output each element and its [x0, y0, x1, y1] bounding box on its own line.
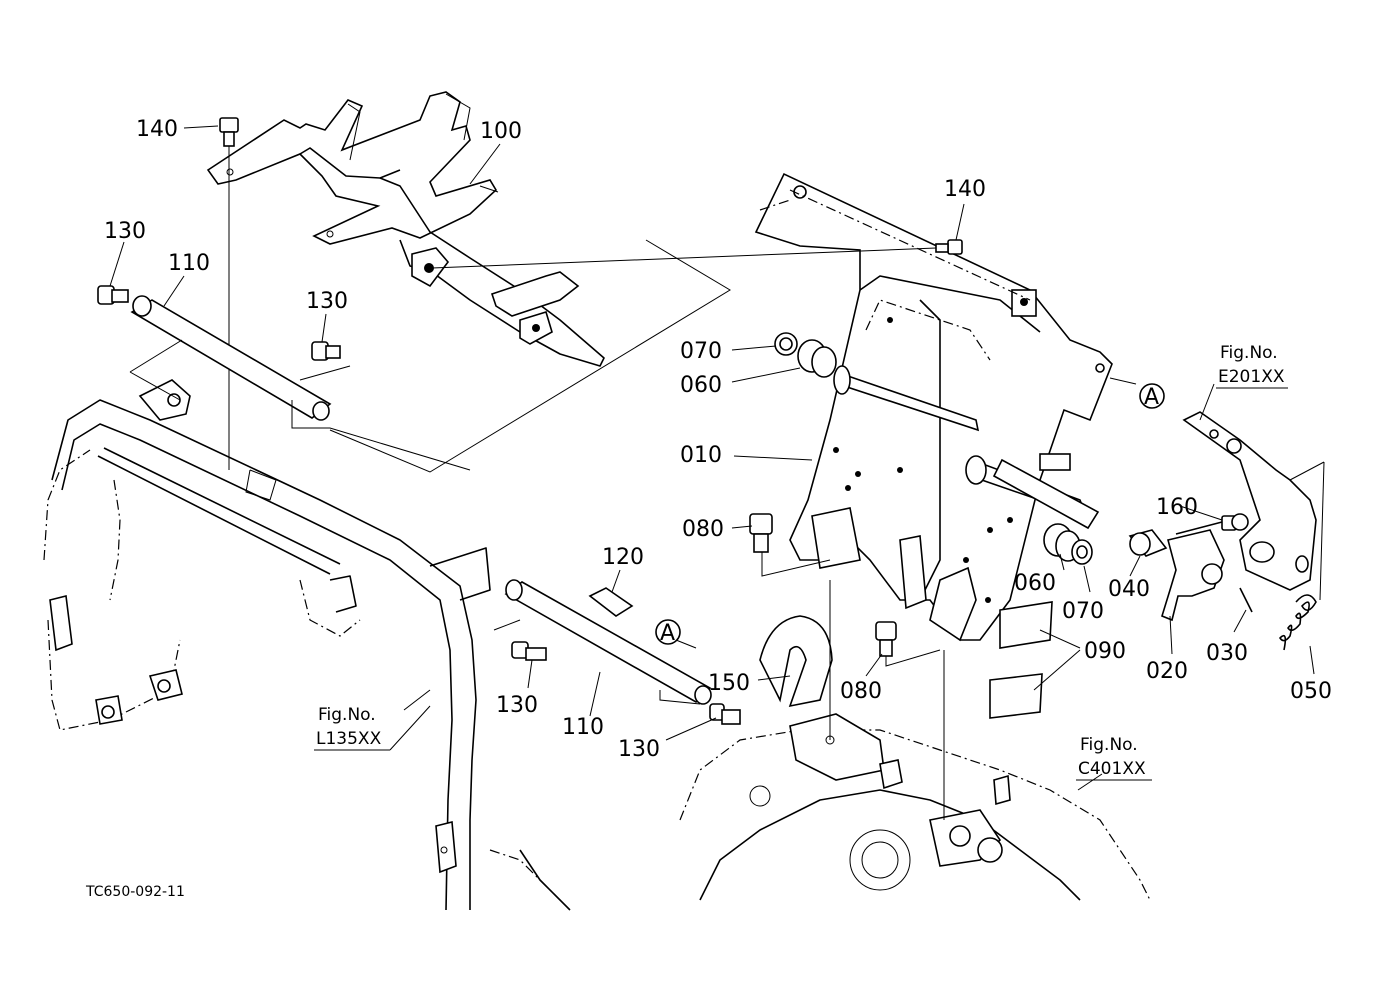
lever-020 — [1161, 521, 1229, 622]
svg-text:Fig.No.: Fig.No. — [318, 705, 376, 725]
rubber-pad-090-b — [989, 673, 1043, 719]
figure-ref-l135xx: Fig.No. L135XX — [314, 705, 431, 751]
pad-150 — [759, 615, 833, 708]
label-130-a: 130 — [104, 219, 146, 244]
svg-text:A: A — [660, 621, 675, 646]
label-130-d: 130 — [618, 737, 660, 762]
label-140-right: 140 — [944, 177, 986, 202]
bolt-080-lower — [875, 621, 941, 667]
svg-text:C401XX: C401XX — [1078, 759, 1146, 779]
label-160: 160 — [1156, 495, 1198, 520]
label-020: 020 — [1146, 659, 1188, 684]
label-100: 100 — [480, 119, 522, 144]
bolt-160 — [1221, 513, 1249, 531]
label-080-upper: 080 — [682, 517, 724, 542]
bracket-e201xx — [1182, 411, 1325, 601]
label-010: 010 — [680, 443, 722, 468]
label-110-upper: 110 — [168, 251, 210, 276]
svg-text:L135XX: L135XX — [316, 729, 382, 749]
label-040: 040 — [1108, 577, 1150, 602]
label-150: 150 — [708, 671, 750, 696]
shaft-110-lower — [493, 579, 712, 705]
bolt-130-a — [97, 285, 129, 305]
label-050: 050 — [1290, 679, 1332, 704]
label-130-b: 130 — [306, 289, 348, 314]
label-070-lower: 070 — [1062, 599, 1104, 624]
svg-text:Fig.No.: Fig.No. — [1080, 735, 1138, 755]
label-070-upper: 070 — [680, 339, 722, 364]
upper-bracket-100 — [206, 91, 605, 367]
arrow-a-lower — [675, 639, 697, 649]
main-frame — [43, 379, 571, 911]
part-labels: 140 100 130 110 130 140 070 060 010 080 … — [104, 117, 1332, 762]
arrow-a-upper — [1109, 377, 1137, 385]
figure-ref-c401xx: Fig.No. C401XX — [1076, 735, 1152, 781]
leader-lines — [109, 125, 1315, 791]
bolt-130-b — [311, 341, 341, 361]
label-110-lower: 110 — [562, 715, 604, 740]
figure-ref-e201xx: Fig.No. E201XX — [1216, 343, 1288, 389]
bolt-130-c — [511, 641, 547, 661]
washer-070-upper — [774, 332, 798, 356]
spring-050 — [1279, 594, 1317, 651]
callout-a-lower: A — [655, 619, 681, 646]
label-090: 090 — [1084, 639, 1126, 664]
callout-a-upper: A — [1139, 383, 1165, 410]
drawing-code: TC650-092-11 — [85, 884, 185, 900]
pin-030 — [1239, 587, 1253, 613]
label-130-c: 130 — [496, 693, 538, 718]
label-140-left: 140 — [136, 117, 178, 142]
bolt-130-d — [709, 703, 741, 725]
label-060-upper: 060 — [680, 373, 722, 398]
transmission-case — [679, 580, 1151, 901]
shaft-110-upper — [129, 295, 471, 471]
bush-040 — [1128, 529, 1168, 557]
bearing-060-upper — [797, 339, 837, 378]
bolt-140-right — [431, 239, 963, 269]
bolt-140-left — [219, 117, 239, 470]
svg-text:A: A — [1144, 385, 1159, 410]
label-120: 120 — [602, 545, 644, 570]
label-060-lower: 060 — [1014, 571, 1056, 596]
washer-070-lower — [1071, 539, 1093, 565]
bolt-080-upper — [749, 513, 831, 577]
label-030: 030 — [1206, 641, 1248, 666]
svg-text:Fig.No.: Fig.No. — [1220, 343, 1278, 363]
projection-plane-left — [329, 239, 731, 473]
label-080-lower: 080 — [840, 679, 882, 704]
plate-120 — [588, 587, 634, 617]
svg-text:E201XX: E201XX — [1218, 367, 1285, 387]
bracket-010 — [754, 172, 1113, 642]
rubber-pad-090-a — [999, 601, 1053, 649]
